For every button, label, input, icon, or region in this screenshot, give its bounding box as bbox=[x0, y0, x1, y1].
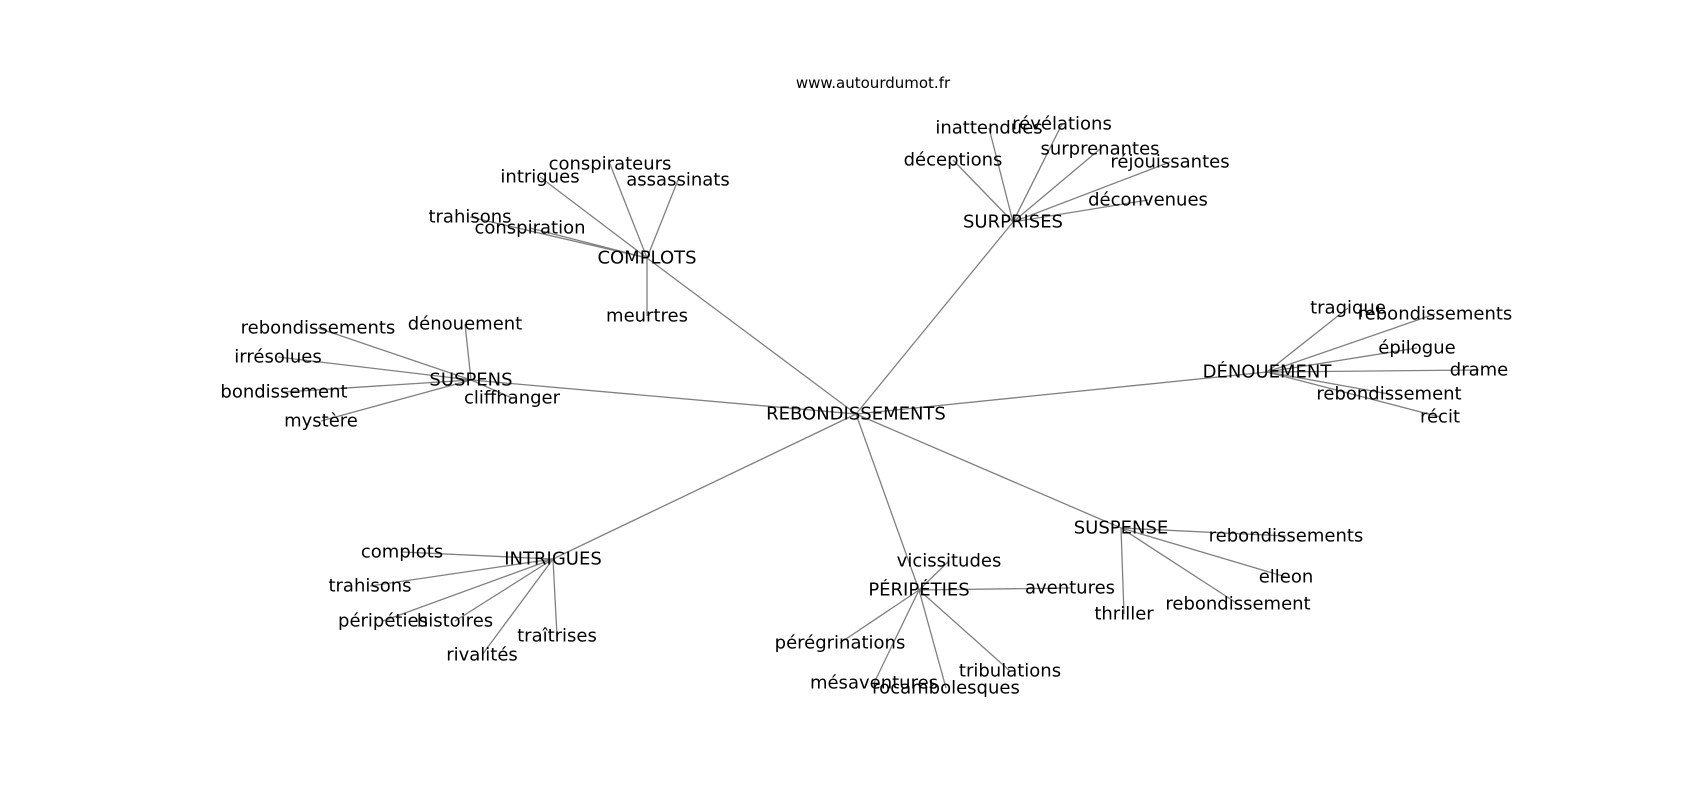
edge-peripeties-0 bbox=[918, 560, 950, 591]
edge-denouement-0 bbox=[1266, 307, 1349, 373]
edge-center-surprises bbox=[855, 221, 1014, 415]
leaf-node-suspense-3[interactable]: rebondissement bbox=[1165, 594, 1310, 615]
leaf-node-complots-5[interactable]: meurtres bbox=[606, 306, 688, 327]
leaf-node-suspens-3[interactable]: bondissement bbox=[220, 382, 347, 403]
edge-intrigues-0 bbox=[401, 551, 554, 560]
leaf-node-intrigues-5[interactable]: rivalités bbox=[446, 645, 518, 666]
leaf-node-denouement-2[interactable]: épilogue bbox=[1378, 338, 1455, 359]
hub-node-complots[interactable]: COMPLOTS bbox=[597, 248, 696, 269]
leaf-node-suspense-2[interactable]: thriller bbox=[1094, 604, 1154, 625]
leaf-node-intrigues-0[interactable]: complots bbox=[361, 542, 443, 563]
edge-intrigues-4 bbox=[552, 558, 558, 637]
edge-center-suspens bbox=[470, 379, 857, 415]
leaf-node-suspens-0[interactable]: rebondissements bbox=[241, 318, 396, 339]
edge-complots-4 bbox=[529, 227, 648, 259]
leaf-node-suspens-5[interactable]: mystère bbox=[284, 411, 358, 432]
leaf-node-peripeties-3[interactable]: mésaventures bbox=[810, 673, 938, 694]
edge-suspens-0 bbox=[317, 327, 472, 381]
edge-denouement-5 bbox=[1266, 371, 1441, 418]
edge-peripeties-1 bbox=[918, 587, 1071, 591]
hub-node-peripeties[interactable]: PÉRIPÉTIES bbox=[868, 579, 969, 601]
center-node-label[interactable]: REBONDISSEMENTS bbox=[766, 404, 946, 425]
leaf-node-peripeties-4[interactable]: rocambolesques bbox=[872, 678, 1020, 699]
leaf-node-denouement-0[interactable]: tragique bbox=[1310, 298, 1386, 319]
edge-suspens-3 bbox=[283, 379, 472, 393]
edge-center-complots bbox=[646, 257, 857, 415]
edge-suspens-4 bbox=[470, 379, 513, 399]
edge-surprises-1 bbox=[1012, 123, 1063, 223]
leaf-node-intrigues-1[interactable]: trahisons bbox=[328, 576, 411, 597]
leaf-node-complots-4[interactable]: conspiration bbox=[474, 218, 585, 239]
edge-complots-1 bbox=[539, 176, 648, 259]
leaf-node-surprises-2[interactable]: déceptions bbox=[904, 150, 1003, 171]
edge-denouement-3 bbox=[1266, 369, 1480, 373]
edge-center-intrigues bbox=[552, 413, 857, 560]
edge-intrigues-5 bbox=[481, 558, 554, 656]
leaf-node-intrigues-3[interactable]: histoires bbox=[417, 611, 493, 632]
edge-surprises-4 bbox=[1012, 161, 1171, 223]
edge-intrigues-3 bbox=[454, 558, 554, 622]
edge-denouement-2 bbox=[1266, 347, 1418, 373]
leaf-node-surprises-3[interactable]: surprenantes bbox=[1040, 139, 1159, 160]
edge-suspens-1 bbox=[464, 323, 472, 381]
leaf-node-complots-3[interactable]: trahisons bbox=[428, 207, 511, 228]
edge-suspens-2 bbox=[277, 356, 472, 381]
edge-suspense-1 bbox=[1120, 527, 1287, 578]
leaf-node-peripeties-2[interactable]: pérégrinations bbox=[775, 633, 906, 654]
edge-center-denouement bbox=[855, 371, 1268, 415]
edge-intrigues-2 bbox=[382, 558, 554, 622]
leaf-node-peripeties-0[interactable]: vicissitudes bbox=[897, 551, 1002, 572]
edge-surprises-0 bbox=[988, 127, 1014, 223]
edge-center-peripeties bbox=[855, 413, 920, 591]
leaf-node-suspens-2[interactable]: irrésolues bbox=[234, 347, 321, 368]
edge-suspense-2 bbox=[1120, 527, 1125, 615]
leaf-node-denouement-3[interactable]: drame bbox=[1450, 360, 1508, 381]
leaf-node-denouement-1[interactable]: rebondissements bbox=[1358, 304, 1513, 325]
hub-node-denouement[interactable]: DÉNOUEMENT bbox=[1203, 361, 1333, 383]
leaf-node-peripeties-1[interactable]: aventures bbox=[1025, 578, 1115, 599]
leaf-node-surprises-5[interactable]: déconvenues bbox=[1088, 190, 1208, 211]
edge-surprises-2 bbox=[952, 159, 1014, 223]
hub-node-surprises[interactable]: SURPRISES bbox=[963, 212, 1063, 233]
leaf-node-denouement-4[interactable]: rebondissement bbox=[1316, 384, 1461, 405]
leaf-node-complots-2[interactable]: assassinats bbox=[626, 170, 729, 191]
hub-node-intrigues[interactable]: INTRIGUES bbox=[504, 549, 602, 570]
edge-suspense-0 bbox=[1120, 527, 1287, 537]
edge-peripeties-5 bbox=[918, 589, 1011, 672]
leaf-node-complots-0[interactable]: conspirateurs bbox=[549, 154, 672, 175]
edge-denouement-1 bbox=[1266, 313, 1436, 373]
edge-center-suspense bbox=[855, 413, 1122, 529]
leaf-node-suspens-1[interactable]: dénouement bbox=[408, 314, 522, 335]
edge-peripeties-4 bbox=[918, 589, 947, 689]
edge-surprises-5 bbox=[1012, 199, 1149, 223]
edge-suspens-5 bbox=[320, 379, 472, 422]
edge-suspense-3 bbox=[1120, 527, 1239, 605]
edges bbox=[277, 123, 1480, 689]
leaf-node-peripeties-5[interactable]: tribulations bbox=[959, 661, 1061, 682]
edge-complots-2 bbox=[646, 179, 679, 259]
leaf-node-surprises-1[interactable]: révélations bbox=[1012, 114, 1112, 135]
edge-peripeties-3 bbox=[873, 589, 920, 684]
leaf-node-surprises-4[interactable]: réjouissantes bbox=[1110, 152, 1229, 173]
edge-peripeties-2 bbox=[839, 589, 920, 644]
leaf-node-suspense-0[interactable]: rebondissements bbox=[1209, 526, 1364, 547]
leaf-node-complots-1[interactable]: intrigues bbox=[500, 167, 579, 188]
leaf-node-intrigues-4[interactable]: traîtrises bbox=[517, 626, 597, 647]
leaf-node-suspense-1[interactable]: elleon bbox=[1259, 567, 1314, 588]
edge-complots-3 bbox=[469, 216, 648, 259]
leaf-node-intrigues-2[interactable]: péripéties bbox=[338, 611, 428, 632]
edge-complots-0 bbox=[609, 163, 648, 259]
site-url[interactable]: www.autourdumot.fr bbox=[796, 74, 951, 92]
edge-denouement-4 bbox=[1266, 371, 1390, 395]
labels: www.autourdumot.fr REBONDISSEMENTS COMPLO… bbox=[220, 74, 1512, 699]
hub-node-suspense[interactable]: SUSPENSE bbox=[1074, 518, 1169, 539]
edge-intrigues-1 bbox=[369, 558, 554, 587]
leaf-node-denouement-5[interactable]: récit bbox=[1420, 407, 1460, 428]
leaf-node-surprises-0[interactable]: inattendues bbox=[935, 118, 1042, 139]
leaf-node-suspens-4[interactable]: cliffhanger bbox=[464, 388, 561, 409]
edge-surprises-3 bbox=[1012, 148, 1101, 223]
hub-node-suspens[interactable]: SUSPENS bbox=[429, 370, 512, 391]
